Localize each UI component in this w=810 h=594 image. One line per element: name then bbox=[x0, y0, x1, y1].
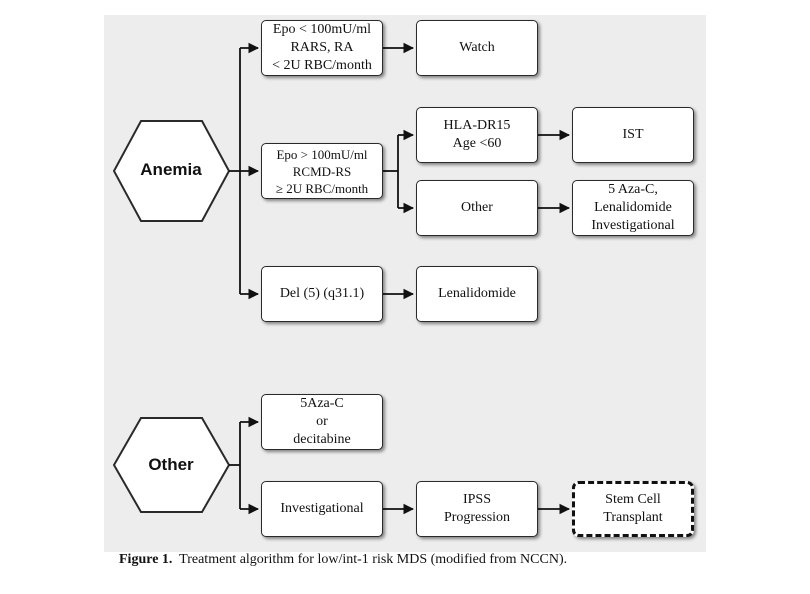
box-text-line: HLA-DR15 bbox=[443, 118, 511, 133]
ist-box: IST bbox=[572, 107, 694, 163]
box-text-line: Epo > 100mU/ml bbox=[276, 146, 368, 162]
caption-label: Figure 1. bbox=[119, 552, 173, 567]
figure-caption: Figure 1. Treatment algorithm for low/in… bbox=[119, 552, 567, 568]
anemia-label: Anemia bbox=[140, 160, 202, 179]
box-text: Del (5) (q31.1) bbox=[280, 285, 364, 303]
watch-box: Watch bbox=[416, 20, 538, 76]
box-text-line: IST bbox=[622, 127, 644, 142]
box-text-line: Investigational bbox=[591, 218, 675, 233]
box-text-line: Epo < 100mU/ml bbox=[272, 22, 372, 37]
box-text-line: 5 Aza-C, bbox=[608, 182, 658, 197]
box-text-line: < 2U RBC/month bbox=[272, 58, 372, 73]
box-text: Other bbox=[461, 199, 493, 217]
box-text-line: RARS, RA bbox=[290, 40, 354, 55]
box-text-line: Watch bbox=[459, 40, 495, 55]
box-text-line: IPSS bbox=[462, 492, 492, 507]
caption-text: Treatment algorithm for low/int-1 risk M… bbox=[179, 552, 568, 567]
box-text-line: ≥ 2U RBC/month bbox=[275, 180, 369, 196]
box-text-line: Del (5) (q31.1) bbox=[279, 286, 365, 301]
other-label: Other bbox=[148, 455, 194, 474]
box-text: IPSS Progression bbox=[444, 491, 510, 527]
box-text-line: Other bbox=[461, 200, 493, 215]
box-text-line: 5Aza-C bbox=[300, 396, 344, 411]
box-text-line: RCMD-RS bbox=[292, 163, 352, 179]
box-text: 5Aza-C or decitabine bbox=[293, 395, 351, 449]
box-text: Investigational bbox=[280, 500, 363, 518]
box-text-line: Progression bbox=[443, 510, 511, 525]
box-text-line: Stem Cell bbox=[605, 492, 661, 507]
box-text: Lenalidomide bbox=[438, 285, 516, 303]
lenalidomide-box: Lenalidomide bbox=[416, 266, 538, 322]
box-text-line: Investigational bbox=[280, 501, 364, 516]
aza-decitabine-box: 5Aza-C or decitabine bbox=[261, 394, 383, 450]
ipss-progression-box: IPSS Progression bbox=[416, 481, 538, 537]
del5-box: Del (5) (q31.1) bbox=[261, 266, 383, 322]
box-text: Watch bbox=[459, 39, 494, 57]
other-sub-box: Other bbox=[416, 180, 538, 236]
investigational-box: Investigational bbox=[261, 481, 383, 537]
box-text: IST bbox=[623, 126, 644, 144]
box-text-line: Age <60 bbox=[452, 136, 502, 151]
box-text-line: decitabine bbox=[293, 432, 351, 447]
box-text-line: or bbox=[316, 414, 328, 429]
box-text-line: Lenalidomide bbox=[438, 286, 516, 301]
box-text-line: Lenalidomide bbox=[594, 200, 672, 215]
box-text-line: Transplant bbox=[603, 510, 663, 525]
